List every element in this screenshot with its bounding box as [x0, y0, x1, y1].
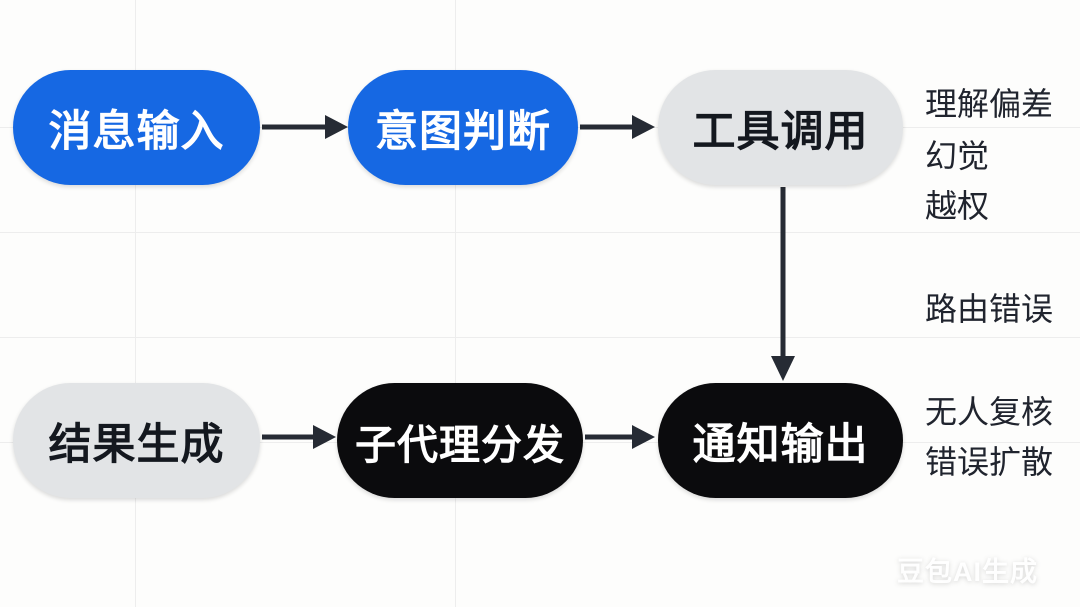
- risk-label-no-human-review: 无人复核: [925, 394, 1054, 430]
- arrow-result-generation-to-subagent-dispatch: [262, 425, 336, 449]
- node-intent-judgment: 意图判断: [348, 70, 578, 185]
- node-subagent-dispatch-label: 子代理分发: [355, 421, 565, 468]
- grid-line-vertical: [455, 0, 456, 607]
- node-intent-judgment-label: 意图判断: [375, 107, 551, 156]
- node-subagent-dispatch: 子代理分发: [337, 383, 583, 498]
- risk-label-routing-error: 路由错误: [925, 291, 1054, 327]
- arrow-subagent-dispatch-to-notification-output: [585, 425, 655, 449]
- arrow-tool-call-to-notification-output: [771, 187, 795, 381]
- node-tool-call-label: 工具调用: [692, 107, 869, 156]
- risk-label-hallucination: 幻觉: [925, 138, 990, 174]
- grid-line-vertical: [135, 0, 136, 607]
- risk-label-understanding-deviation: 理解偏差: [925, 86, 1054, 122]
- grid-line-horizontal: [0, 232, 1080, 233]
- node-message-input-label: 消息输入: [48, 107, 225, 156]
- grid-line-horizontal: [0, 337, 1080, 338]
- ai-watermark: 豆包AI生成: [897, 557, 1038, 587]
- node-message-input: 消息输入: [13, 70, 260, 185]
- node-tool-call: 工具调用: [658, 70, 903, 185]
- risk-label-overreach: 越权: [925, 188, 990, 224]
- risk-label-error-spread: 错误扩散: [925, 444, 1054, 480]
- node-notification-output-label: 通知输出: [692, 420, 869, 469]
- node-result-generation-label: 结果生成: [48, 420, 225, 469]
- node-result-generation: 结果生成: [13, 383, 260, 498]
- node-notification-output: 通知输出: [658, 383, 903, 498]
